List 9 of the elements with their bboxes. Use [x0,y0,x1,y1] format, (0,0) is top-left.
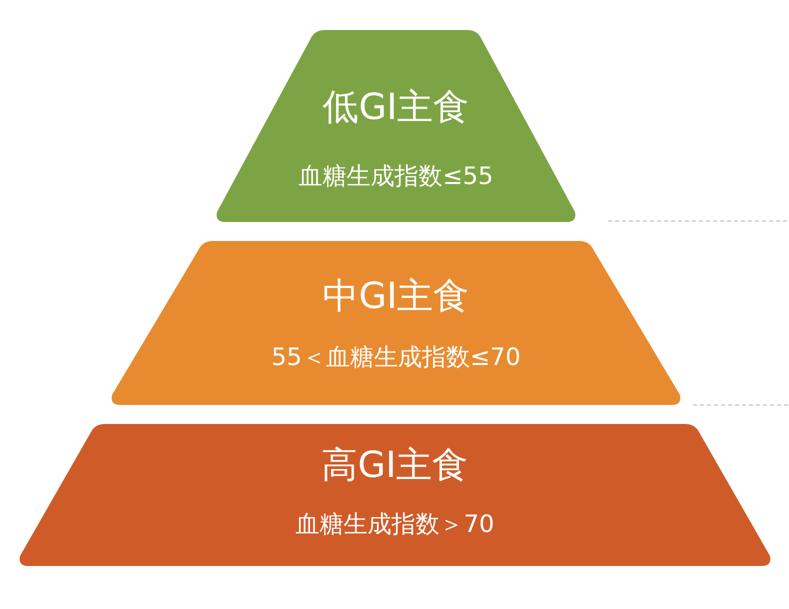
tier-title: 高GI主食 [320,446,470,486]
tier-title: 低GI主食 [322,88,470,128]
pyramid-tier [110,241,682,405]
pyramid-tier [215,30,577,222]
tier-subtitle: 血糖生成指数≤55 [298,162,494,190]
tier-title: 中GI主食 [322,277,470,317]
tier-subtitle: 血糖生成指数＞70 [294,510,496,538]
pyramid-tier [18,424,772,566]
tier-subtitle: 55＜血糖生成指数≤70 [270,343,522,371]
